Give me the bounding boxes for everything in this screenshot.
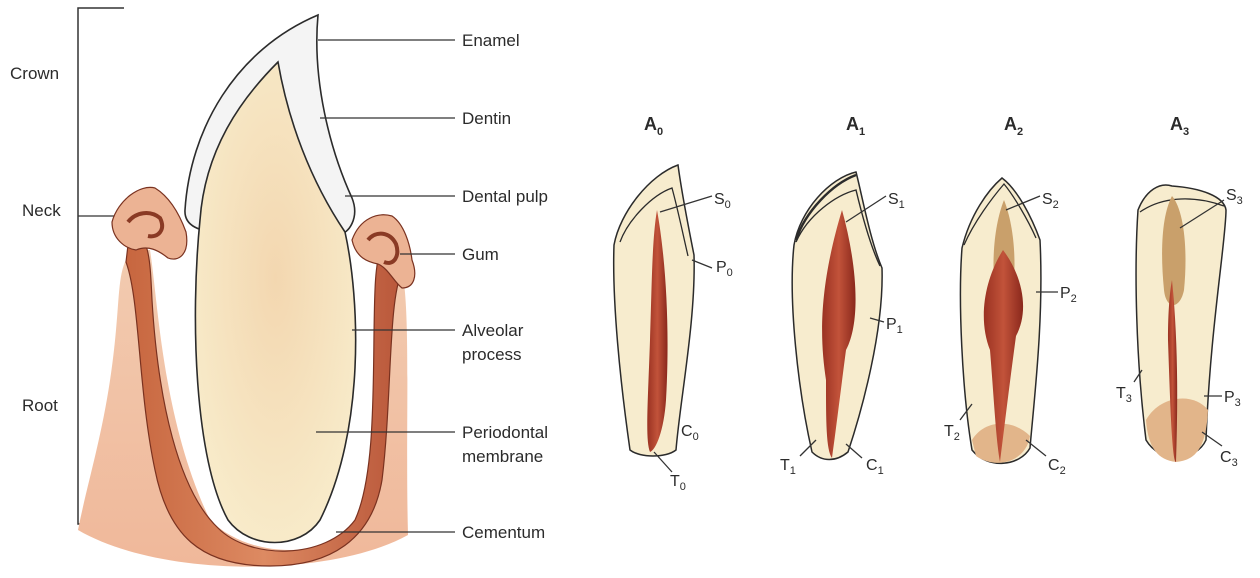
dental-pulp-label: Dental pulp (462, 187, 548, 206)
stage-a1-t-label: T1 (780, 457, 796, 477)
stage-a2-heading: A2 (1004, 114, 1023, 138)
gum-left (112, 187, 187, 259)
root-label: Root (22, 396, 58, 415)
stage-a2-c-label: C2 (1048, 457, 1066, 477)
stage-a3: A3 S3 P3 C3 T3 (1116, 114, 1243, 469)
stage-a1-s-label: S1 (888, 191, 905, 211)
stage-a1: A1 S1 P1 C1 T1 (780, 114, 905, 477)
stage-a0-c-label: C0 (681, 423, 699, 443)
stage-a2: A2 S2 P2 C2 T2 (944, 114, 1077, 477)
stage-a1-c-label: C1 (866, 457, 884, 477)
stage-a0: A0 S0 P0 C0 T0 (614, 114, 733, 493)
crown-label: Crown (10, 64, 59, 83)
stage-a1-p-label: P1 (886, 316, 903, 336)
stage-a3-s-label: S3 (1226, 187, 1243, 207)
stage-a2-p-label: P2 (1060, 285, 1077, 305)
neck-label: Neck (22, 201, 61, 220)
stage-a3-heading: A3 (1170, 114, 1189, 138)
stage-a3-p-label: P3 (1224, 389, 1241, 409)
stage-a3-c-label: C3 (1220, 449, 1238, 469)
periodontal-label-2: membrane (462, 447, 543, 466)
stage-a0-t-label: T0 (670, 473, 686, 493)
alveolar-label-1: Alveolar (462, 321, 524, 340)
enamel-label: Enamel (462, 31, 520, 50)
tooth-anatomy: Crown Neck Root Enamel Dentin Dental pul… (10, 8, 548, 567)
stage-a0-s-label: S0 (714, 191, 731, 211)
stage-a1-heading: A1 (846, 114, 865, 138)
stage-a0-p-label: P0 (716, 259, 733, 279)
stage-a0-heading: A0 (644, 114, 663, 138)
dentin-label: Dentin (462, 109, 511, 128)
stage-a2-t-label: T2 (944, 423, 960, 443)
stage-a3-t-label: T3 (1116, 385, 1132, 405)
alveolar-label-2: process (462, 345, 522, 364)
cementum-label: Cementum (462, 523, 545, 542)
periodontal-label-1: Periodontal (462, 423, 548, 442)
gum-label: Gum (462, 245, 499, 264)
stage-a2-s-label: S2 (1042, 191, 1059, 211)
